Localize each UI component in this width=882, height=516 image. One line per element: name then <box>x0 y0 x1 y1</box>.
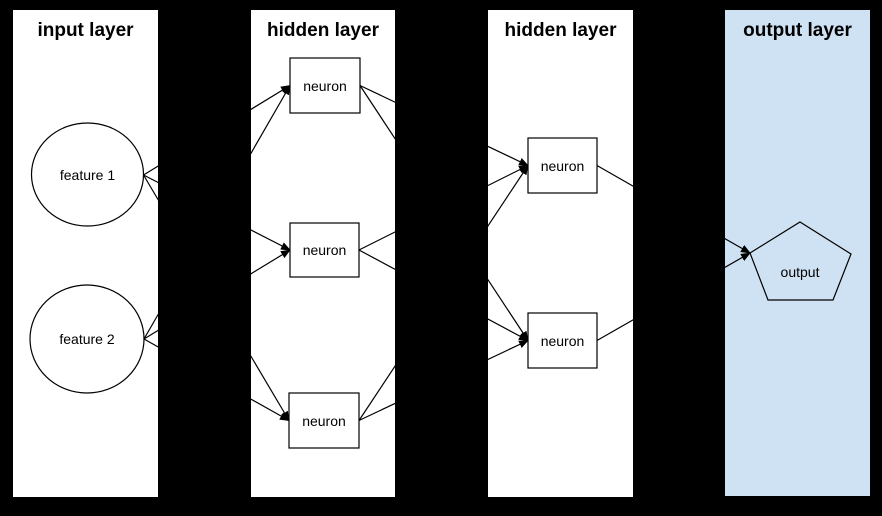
node-label-hidden1-neuron-3: neuron <box>302 412 346 429</box>
edge-h1n1-h2n1 <box>359 84 529 167</box>
edge-h2n2-output <box>596 252 751 342</box>
hidden-layer-2-title: hidden layer <box>504 20 617 41</box>
input-layer-title: input layer <box>37 20 134 41</box>
edge-h1n2-h2n2 <box>358 249 529 342</box>
node-feature-1-shape <box>30 122 145 227</box>
input-layer-panel <box>13 10 158 497</box>
edges-group <box>142 84 751 422</box>
node-hidden1-neuron-3-shape <box>288 392 360 449</box>
edge-h1n1-h2n2 <box>359 85 529 342</box>
edge-h1n3-h2n2 <box>358 339 529 422</box>
hidden-layer-1-title: hidden layer <box>267 20 379 41</box>
output-layer-panel <box>725 10 870 496</box>
node-label-output: output <box>780 264 820 280</box>
node-label-hidden2-neuron-2: neuron <box>540 332 585 349</box>
node-hidden1-neuron-1-shape <box>289 57 361 114</box>
node-output-shape <box>749 221 852 301</box>
node-label-feature-2: feature 2 <box>59 331 115 347</box>
node-feature-2-shape <box>29 284 145 394</box>
edge-feature2-h1n1 <box>143 84 291 340</box>
node-label-feature-1: feature 1 <box>59 166 116 183</box>
node-label-hidden1-neuron-2: neuron <box>302 242 347 258</box>
edge-feature2-h1n3 <box>143 338 290 422</box>
edge-feature2-h1n2 <box>143 249 291 340</box>
edge-h1n3-h2n1 <box>358 164 529 421</box>
node-label-hidden1-neuron-1: neuron <box>303 77 347 94</box>
node-label-hidden2-neuron-1: neuron <box>540 157 585 174</box>
edge-feature1-h1n1 <box>143 84 291 176</box>
hidden-layer-2-panel <box>488 10 633 497</box>
output-layer-title: output layer <box>743 20 852 41</box>
node-hidden2-neuron-1-shape <box>527 137 598 194</box>
node-hidden1-neuron-2-shape <box>289 222 360 278</box>
edge-h1n2-h2n1 <box>358 164 529 251</box>
edge-h2n1-output <box>596 164 751 254</box>
node-hidden2-neuron-2-shape <box>527 312 598 369</box>
edge-feature1-h1n3 <box>142 174 290 422</box>
